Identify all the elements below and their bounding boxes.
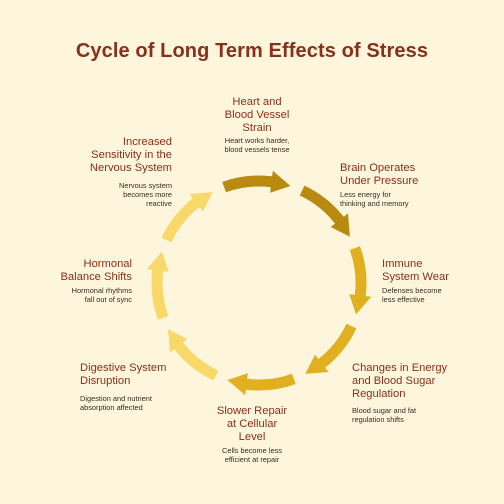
node-digestive-system-disruption: Digestive System Disruption Digestion an… [80,362,190,412]
arrow-energy-to-repair [305,323,357,374]
arrow-nervous-to-heart [161,192,213,243]
diagram-title: Cycle of Long Term Effects of Stress [75,40,429,62]
node-energy-blood-sugar-regulation: Changes in Energy and Blood Sugar Regula… [352,362,482,424]
node-description: Cells become less efficient at repair [222,446,282,464]
arrow-immune-to-energy [349,246,372,315]
node-title: Digestive System Disruption [80,362,167,387]
node-title: Changes in Energy and Blood Sugar Regula… [352,362,448,400]
node-description: Blood sugar and fat regulation shifts [352,406,417,424]
node-title: Brain Operates Under Pressure [340,162,419,187]
node-description: Nervous system becomes more reactive [119,181,172,208]
node-nervous-system-sensitivity: Increased Sensitivity in the Nervous Sys… [60,136,172,208]
node-hormonal-balance-shifts: Hormonal Balance Shifts Hormonal rhythms… [30,258,132,304]
node-description: Less energy for thinking and memory [340,190,409,208]
node-description: Defenses become less effective [382,286,442,304]
arrow-heart-to-brain [222,170,291,193]
node-heart-blood-vessel-strain: Heart and Blood Vessel Strain Heart work… [205,96,309,154]
arrow-digestive-to-hormonal [168,329,219,381]
node-title: Hormonal Balance Shifts [60,258,132,283]
arrow-brain-to-immune [299,185,350,237]
node-title: Slower Repair at Cellular Level [216,405,288,443]
node-title: Heart and Blood Vessel Strain [224,96,290,134]
node-immune-system-wear: Immune System Wear Defenses become less … [382,258,482,304]
node-title: Increased Sensitivity in the Nervous Sys… [89,136,172,174]
node-description: Heart works harder, blood vessels tense [224,136,290,154]
node-description: Hormonal rhythms fall out of sync [71,286,132,304]
arrow-hormonal-to-nervous [146,251,169,320]
node-title: Immune System Wear [382,258,449,283]
node-description: Digestion and nutrient absorption affect… [80,394,152,412]
node-slower-cellular-repair: Slower Repair at Cellular Level Cells be… [200,405,304,464]
arrow-repair-to-digestive [227,373,296,396]
node-brain-operates-under-pressure: Brain Operates Under Pressure Less energ… [340,162,450,208]
